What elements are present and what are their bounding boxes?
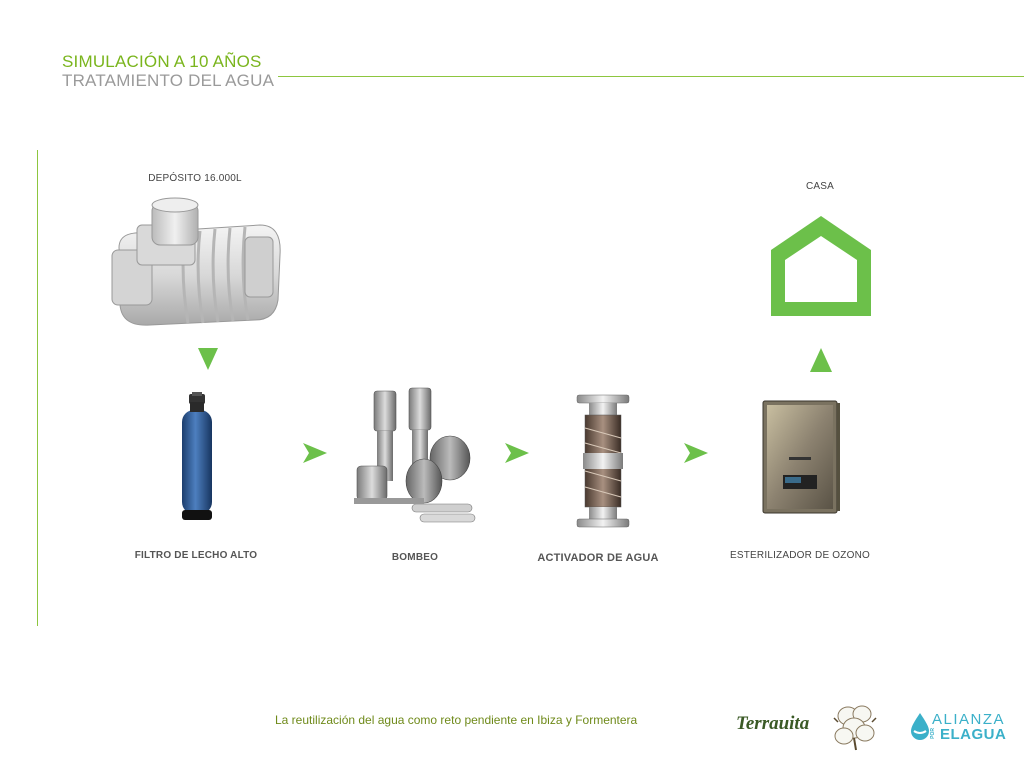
- footer-caption: La reutilización del agua como reto pend…: [275, 713, 638, 727]
- casa-label: CASA: [805, 181, 835, 192]
- arrow-up-icon: [810, 348, 832, 372]
- arrow-right-icon: [505, 443, 529, 463]
- water-drop-icon: [910, 712, 930, 740]
- bombeo-label: BOMBEO: [391, 552, 439, 563]
- bombeo-image: [352, 386, 477, 531]
- alianza-logo-top: ALIANZA: [932, 711, 1006, 728]
- page-title: SIMULACIÓN A 10 AÑOS: [62, 52, 262, 71]
- filtro-label: FILTRO DE LECHO ALTO: [134, 550, 258, 561]
- filtro-image: [172, 392, 222, 524]
- header-divider: [278, 76, 1024, 77]
- cotton-flower-icon: [832, 700, 878, 752]
- esterilizador-label: ESTERILIZADOR DE OZONO: [730, 550, 870, 561]
- arrow-down-icon: [198, 348, 218, 370]
- alianza-logo-por: POR: [930, 728, 936, 739]
- terrauita-logo-text: Terrauita: [736, 713, 810, 734]
- arrow-right-icon: [303, 443, 327, 463]
- deposito-label: DEPÓSITO 16.000L: [148, 173, 242, 184]
- arrow-right-icon: [684, 443, 708, 463]
- activador-label: ACTIVADOR DE AGUA: [537, 552, 659, 564]
- deposito-tank-image: [110, 195, 285, 340]
- esterilizador-image: [761, 397, 841, 517]
- page-subtitle: TRATAMIENTO DEL AGUA: [62, 71, 275, 90]
- alianza-logo-bottom: ELAGUA: [940, 726, 1007, 743]
- left-divider: [37, 150, 38, 626]
- activador-image: [575, 393, 631, 531]
- house-icon: [769, 214, 873, 318]
